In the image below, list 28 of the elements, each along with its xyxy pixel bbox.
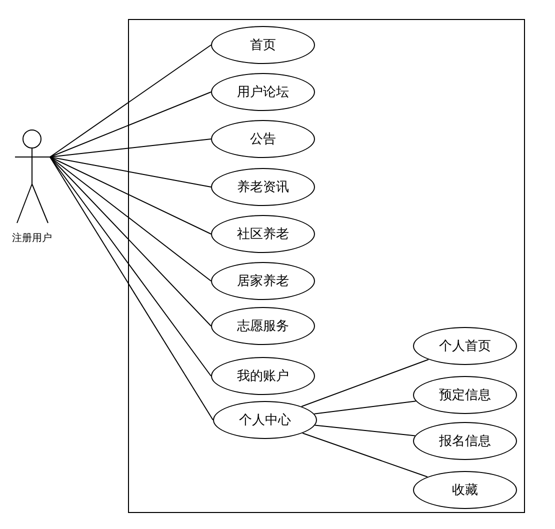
use-case-ellipse: 公告 [211,120,315,158]
use-case-ellipse: 个人中心 [213,401,317,439]
association-line [302,432,428,478]
use-case-ellipse: 养老资讯 [211,168,315,206]
association-line [50,92,212,158]
association-line [50,156,212,326]
association-line [50,138,212,158]
use-case-ellipse: 用户论坛 [211,73,315,111]
association-line [50,156,212,376]
association-line [301,359,429,407]
use-case-ellipse: 个人首页 [413,327,517,365]
use-case-ellipse: 居家养老 [211,262,315,300]
association-line [50,44,212,158]
system-boundary [128,19,525,513]
use-case-ellipse: 首页 [211,26,315,64]
use-case-ellipse: 我的账户 [211,357,315,395]
use-case-ellipse: 预定信息 [413,376,517,414]
use-case-ellipse: 社区养老 [211,215,315,253]
association-line [50,156,214,420]
association-line [314,424,416,436]
actor-label: 注册用户 [11,232,53,245]
association-line [50,156,212,282]
association-line [314,400,416,414]
use-case-ellipse: 志愿服务 [211,307,315,345]
use-case-ellipse: 报名信息 [413,422,517,460]
association-line [50,156,212,234]
use-case-ellipse: 收藏 [413,471,517,509]
association-line [50,156,212,188]
